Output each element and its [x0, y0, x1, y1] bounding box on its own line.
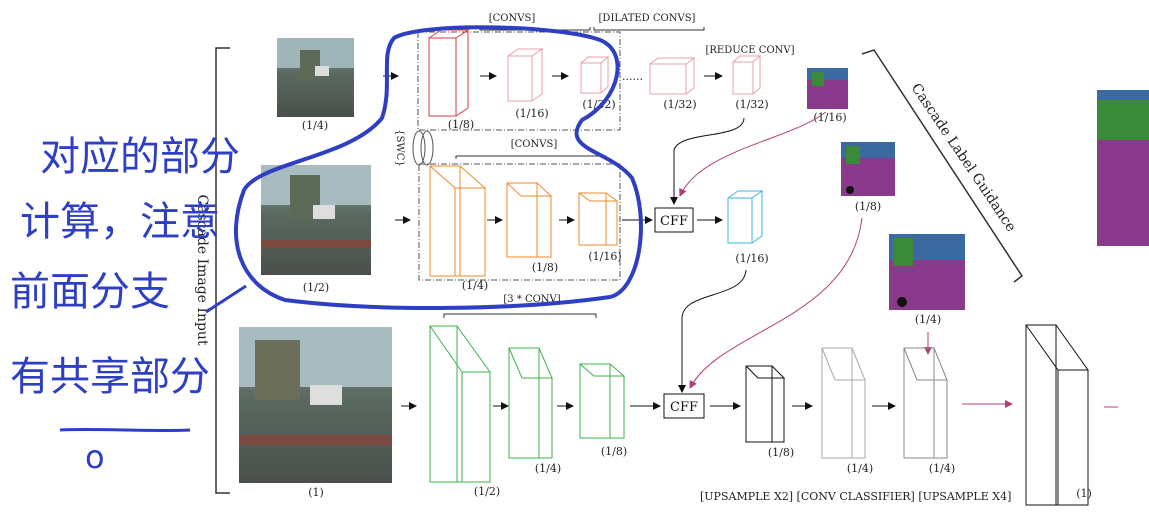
cff-top-label: CFF	[660, 214, 688, 229]
guidance-image-sixteenth	[807, 68, 848, 109]
handwriting-line-4: 有共享部分	[10, 354, 210, 400]
handwriting-circle: o	[85, 438, 105, 476]
top-cube-4	[649, 57, 696, 95]
dec-scale-3: (1/4)	[929, 462, 955, 475]
output-image-partial	[1097, 90, 1149, 246]
bot-cube-2	[508, 347, 553, 459]
swc-label: {SWC}	[394, 129, 405, 167]
handwriting-line-3: 前面分支	[10, 269, 170, 315]
mid-scale-1: (1/4)	[462, 279, 488, 292]
top-scale-4: (1/32)	[663, 98, 696, 111]
top-scale-3: (1/32)	[582, 98, 615, 111]
cff-top-out-scale: (1/16)	[735, 252, 768, 265]
top-cube-2	[507, 48, 544, 102]
mid-convs-label: [CONVS]	[511, 139, 558, 150]
right-vertical-label: Cascade Label Guidance	[908, 81, 1019, 235]
top-scale-1: (1/8)	[448, 118, 474, 131]
handdrawn-underline	[59, 427, 191, 433]
dec-cube-3	[903, 347, 948, 459]
guidance-scale-eighth: (1/8)	[855, 200, 881, 213]
handdrawn-pointer	[205, 284, 247, 314]
top-cube-5	[732, 55, 762, 95]
handwriting-line-1: 对应的部分	[40, 134, 240, 180]
top-scale-5: (1/32)	[735, 98, 768, 111]
top-scale-2: (1/16)	[515, 107, 548, 120]
bot-scale-2: (1/4)	[535, 462, 561, 475]
input-scale-half: (1/2)	[303, 281, 329, 294]
cff-top-box	[654, 207, 694, 233]
top-convs-box	[417, 31, 621, 131]
guidance-arrow-2	[689, 217, 863, 389]
top-cube-3	[580, 56, 610, 94]
input-scale-quarter: (1/4)	[302, 119, 328, 132]
cff-top-out-cube	[727, 190, 764, 244]
input-image-half	[261, 165, 371, 275]
mid-cube-1	[429, 165, 487, 277]
mid-scale-3: (1/16)	[588, 250, 621, 263]
handwriting-line-2: 计算，注意	[20, 199, 220, 245]
bot-cube-3	[579, 363, 626, 439]
decoder-bottom-labels: [UPSAMPLE X2] [CONV CLASSIFIER] [UPSAMPL…	[700, 490, 1011, 503]
mid-convs-box	[418, 163, 621, 281]
guidance-scale-quarter: (1/4)	[915, 313, 941, 326]
guidance-arrow-1	[679, 111, 827, 197]
top-cube-1	[428, 29, 470, 117]
dilated-convs-label: [DILATED CONVS]	[599, 13, 696, 24]
input-image-quarter	[277, 38, 354, 117]
dec-scale-1: (1/8)	[768, 446, 794, 459]
dec-cube-2	[821, 347, 866, 459]
top-convs-label: [CONVS]	[489, 13, 536, 24]
bot-scale-1: (1/2)	[474, 485, 500, 498]
mid-cube-2	[506, 182, 553, 258]
mid-scale-2: (1/8)	[532, 261, 558, 274]
bot-scale-3: (1/8)	[601, 445, 627, 458]
left-bracket	[215, 47, 230, 494]
mid-cube-3	[578, 192, 619, 246]
input-scale-full: (1)	[308, 486, 324, 499]
handdrawn-outline	[234, 25, 643, 310]
guidance-image-quarter	[889, 234, 965, 310]
right-bracket	[861, 49, 1024, 283]
guidance-image-eighth	[841, 142, 895, 196]
ellipsis: ......	[622, 70, 643, 83]
dec-scale-4: (1)	[1076, 487, 1092, 500]
cff-bottom-label: CFF	[670, 400, 698, 415]
bot-cube-1	[429, 325, 491, 483]
arrow-reduce-to-cff	[670, 117, 745, 205]
input-image-full	[239, 327, 392, 483]
guidance-scale-sixteenth: (1/16)	[813, 111, 846, 124]
arrow-cff-top-to-bottom	[678, 269, 747, 393]
reduce-conv-label: [REDUCE CONV]	[705, 45, 794, 56]
swc-ring-right	[420, 130, 434, 166]
bot-conv-label: [3 * CONV]	[503, 294, 560, 305]
dec-scale-2: (1/4)	[847, 462, 873, 475]
cff-bottom-box	[663, 393, 705, 419]
dec-cube-1	[745, 365, 786, 443]
dec-cube-4	[1025, 324, 1089, 506]
left-vertical-label: Cascade Image Input	[194, 194, 210, 346]
